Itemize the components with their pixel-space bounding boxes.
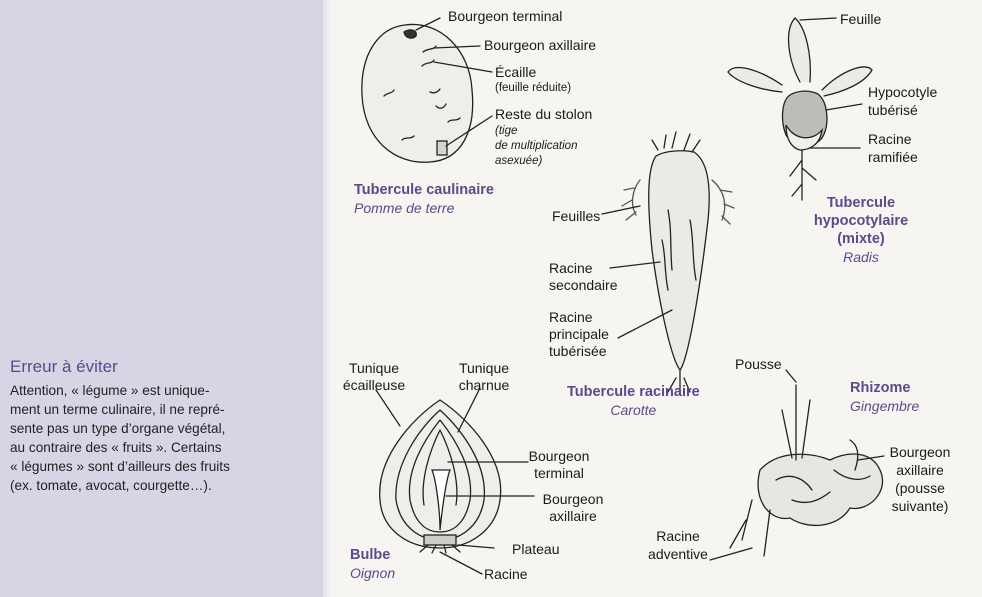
potato-drawing: [362, 18, 492, 162]
label-radish-leaf: Feuille: [840, 11, 881, 28]
radish-caption-line3: (mixte): [806, 230, 916, 248]
label-onion-bud-axillary-1: Bourgeon: [534, 491, 612, 508]
label-potato-stolon: Reste du stolon: [495, 106, 592, 123]
label-carrot-main-root-3: tubérisée: [549, 343, 607, 360]
label-carrot-leaves: Feuilles: [552, 208, 600, 225]
label-radish-branched-root-1: Racine: [868, 131, 912, 148]
label-potato-bud-terminal: Bourgeon terminal: [448, 8, 562, 25]
radish-caption: Tubercule hypocotylaire (mixte) Radis: [806, 194, 916, 266]
potato-caption: Tubercule caulinaire Pomme de terre: [354, 181, 494, 217]
label-radish-hypocotyl-1: Hypocotyle: [868, 84, 937, 101]
radish-caption-subtitle: Radis: [806, 248, 916, 266]
radish-caption-line2: hypocotylaire: [806, 212, 916, 230]
label-ginger-root-2: adventive: [640, 546, 716, 563]
label-ginger-shoot: Pousse: [735, 356, 782, 373]
label-carrot-main-root-1: Racine: [549, 309, 593, 326]
label-ginger-root-1: Racine: [640, 528, 716, 545]
label-potato-stolon-note-1: (tige: [495, 124, 517, 139]
radish-drawing: [728, 18, 872, 200]
label-onion-fleshy-tunic-2: charnue: [452, 377, 516, 394]
ginger-caption-title: Rhizome: [850, 379, 919, 397]
label-onion-scaly-tunic-1: Tunique: [342, 360, 406, 377]
label-potato-scale: Écaille: [495, 64, 536, 81]
label-onion-bud-axillary-2: axillaire: [534, 508, 612, 525]
carrot-caption-subtitle: Carotte: [567, 401, 700, 419]
label-onion-plate: Plateau: [512, 541, 559, 558]
onion-caption-subtitle: Oignon: [350, 564, 395, 582]
label-onion-bud-terminal-1: Bourgeon: [520, 448, 598, 465]
label-potato-bud-axillary: Bourgeon axillaire: [484, 37, 596, 54]
label-carrot-secondary-root-2: secondaire: [549, 277, 618, 294]
carrot-drawing: [602, 132, 734, 395]
onion-drawing: [376, 388, 534, 574]
label-potato-stolon-note-2: de multiplication: [495, 139, 577, 154]
ginger-caption-subtitle: Gingembre: [850, 397, 919, 415]
ginger-caption: Rhizome Gingembre: [850, 379, 919, 415]
label-radish-hypocotyl-2: tubérisé: [868, 102, 918, 119]
carrot-caption: Tubercule racinaire Carotte: [567, 383, 700, 419]
onion-caption-title: Bulbe: [350, 546, 395, 564]
carrot-caption-title: Tubercule racinaire: [567, 383, 700, 401]
label-ginger-bud-3: (pousse: [880, 480, 960, 497]
label-onion-bud-terminal-2: terminal: [520, 465, 598, 482]
label-carrot-secondary-root-1: Racine: [549, 260, 593, 277]
label-potato-stolon-note-3: asexuée): [495, 154, 542, 169]
potato-caption-title: Tubercule caulinaire: [354, 181, 494, 199]
label-ginger-bud-1: Bourgeon: [880, 444, 960, 461]
label-onion-scaly-tunic-2: écailleuse: [335, 377, 413, 394]
label-potato-scale-note: (feuille réduite): [495, 81, 571, 96]
label-onion-root: Racine: [484, 566, 528, 583]
potato-caption-subtitle: Pomme de terre: [354, 199, 494, 217]
label-ginger-bud-4: suivante): [880, 498, 960, 515]
onion-caption: Bulbe Oignon: [350, 546, 395, 582]
label-radish-branched-root-2: ramifiée: [868, 149, 918, 166]
label-onion-fleshy-tunic-1: Tunique: [452, 360, 516, 377]
label-ginger-bud-2: axillaire: [880, 462, 960, 479]
radish-caption-line1: Tubercule: [806, 194, 916, 212]
label-carrot-main-root-2: principale: [549, 326, 609, 343]
